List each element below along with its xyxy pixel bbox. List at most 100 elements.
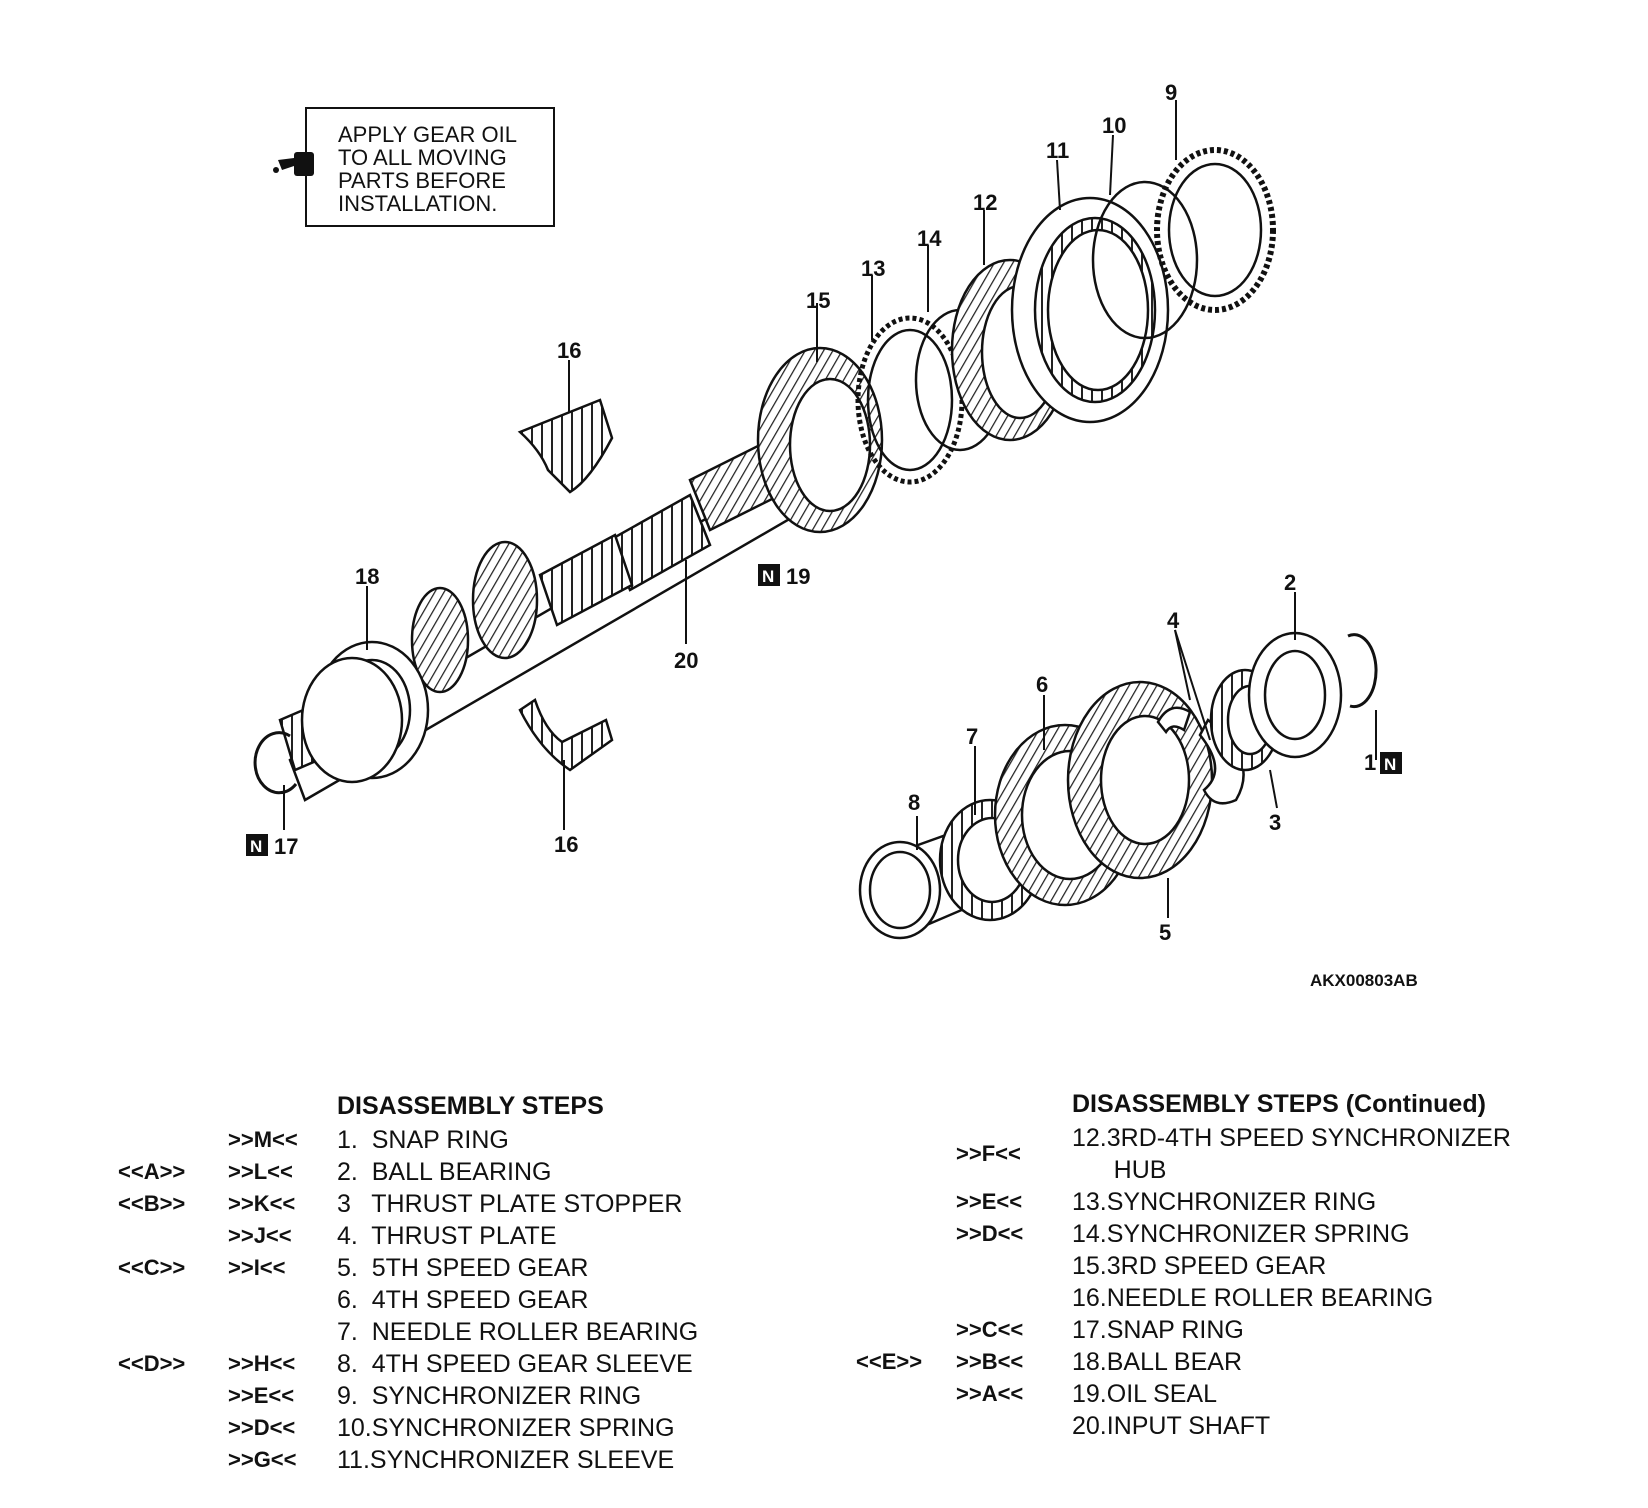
step-code-b: >>I<< [228,1255,286,1280]
legend-step-row: <<D>> >>H<< 8. 4TH SPEED GEAR SLEEVE [0,1348,760,1380]
step-text: 14.SYNCHRONIZER SPRING [1072,1220,1410,1248]
legend-step-row: <<C>> >>I<< 5. 5TH SPEED GEAR [0,1252,760,1284]
step-code-b: >>C<< [956,1317,1024,1342]
note-line-4: INSTALLATION. [338,191,497,216]
step-text: 3 THRUST PLATE STOPPER [337,1190,683,1218]
step-text: 5. 5TH SPEED GEAR [337,1254,589,1282]
legend-step-row: 20.INPUT SHAFT [840,1410,1640,1442]
step-code-b: >>E<< [228,1383,295,1408]
gear-sleeve-8 [858,828,987,940]
legend-left-rows: >>M<<1. SNAP RING<<A>>>>L<<2. BALL BEARI… [0,1124,760,1476]
step-code-b: >>J<< [228,1223,292,1248]
step-text: 7. NEEDLE ROLLER BEARING [337,1318,699,1346]
callout-19-group: N 19 [758,564,810,589]
legend-step-row: <<E>> >>B<< 18.BALL BEAR [840,1346,1640,1378]
step-code-b: >>B<< [956,1349,1024,1374]
step-code-a: <<E>> [856,1349,923,1374]
callout-6: 6 [1036,672,1048,697]
step-code-a: <<D>> [118,1351,186,1376]
legend-left-title: DISASSEMBLY STEPS [337,1092,604,1120]
legend-step-row: <<B>> >>K<< 3 THRUST PLATE STOPPER [0,1188,760,1220]
step-text: 1. SNAP RING [337,1126,509,1154]
step-text: 13.SYNCHRONIZER RING [1072,1188,1377,1216]
step-text: 15.3RD SPEED GEAR [1072,1252,1327,1280]
step-code-b: >>H<< [228,1351,296,1376]
note-line-3: PARTS BEFORE [338,168,506,193]
legend-step-row: 6. 4TH SPEED GEAR [0,1284,760,1316]
callout-11: 11 [1046,138,1069,163]
callout-5: 5 [1159,920,1171,945]
step-text: 4. THRUST PLATE [337,1222,557,1250]
step-code-b: >>A<< [956,1381,1024,1406]
legend-step-row: >>J<< 4. THRUST PLATE [0,1220,760,1252]
synchronizer-sleeve-11 [1010,196,1170,424]
oil-can-icon [273,152,314,176]
callout-3: 3 [1269,810,1281,835]
legend-step-row: >>G<< 11.SYNCHRONIZER SLEEVE [0,1444,760,1476]
legend-step-row: >>E<< 13.SYNCHRONIZER RING [840,1186,1640,1218]
callout-2: 2 [1284,570,1296,595]
note-box: APPLY GEAR OIL TO ALL MOVING PARTS BEFOR… [273,107,555,227]
legend-step-row: >>D<< 10.SYNCHRONIZER SPRING [0,1412,760,1444]
callout-13: 13 [861,256,885,281]
legend-step-row: >>A<< 19.OIL SEAL [840,1378,1640,1410]
leader-lines [283,100,1377,918]
callout-4: 4 [1167,608,1180,633]
callout-1-group: 1 N [1364,750,1402,775]
synchronizer-ring-9 [1154,147,1276,313]
callout-17: 17 [274,834,298,859]
callout-16-bottom: 16 [554,832,578,857]
callout-20: 20 [674,648,698,673]
step-text: 10.SYNCHRONIZER SPRING [337,1414,675,1442]
step-code-a: <<C>> [118,1255,186,1280]
exploded-diagram: APPLY GEAR OIL TO ALL MOVING PARTS BEFOR… [246,80,1418,990]
callout-19: 19 [786,564,810,589]
step-text: 9. SYNCHRONIZER RING [337,1382,642,1410]
snap-ring-1 [1347,633,1378,709]
step-code-b: >>G<< [228,1447,297,1472]
callout-15: 15 [806,288,830,313]
ball-bearing-2 [1247,631,1343,759]
new-part-badge-1: N [1384,755,1396,774]
needle-roller-bearing-16-top [517,398,614,494]
callout-16-top: 16 [557,338,581,363]
step-code-b: >>L<< [228,1159,293,1184]
step-text: 18.BALL BEAR [1072,1348,1243,1376]
figure-id: AKX00803AB [1310,971,1418,990]
callout-17-group: N 17 [246,834,298,859]
step-text: 2. BALL BEARING [337,1158,552,1186]
step-code-a: <<B>> [118,1191,186,1216]
needle-roller-bearing-16-bottom [518,698,614,772]
legend-step-row: 16.NEEDLE ROLLER BEARING [840,1282,1640,1314]
synchronizer-spring-10 [1091,180,1199,340]
legend-step-row: >>E<< 9. SYNCHRONIZER RING [0,1380,760,1412]
step-text: 11.SYNCHRONIZER SLEEVE [337,1446,675,1474]
callout-8: 8 [908,790,920,815]
callout-1: 1 [1364,750,1376,775]
legend-right-title: DISASSEMBLY STEPS (Continued) [1072,1090,1486,1118]
step-code-b: >>K<< [228,1191,296,1216]
legend-step-row: 7. NEEDLE ROLLER BEARING [0,1316,760,1348]
callout-10: 10 [1102,113,1126,138]
step-text: 12.3RD-4TH SPEED SYNCHRONIZER HUB [1072,1124,1511,1184]
legend-step-row: <<A>> >>L<< 2. BALL BEARING [0,1156,760,1188]
callout-14: 14 [917,226,942,251]
step-code-a: <<A>> [118,1159,186,1184]
new-part-badge-17: N [250,837,262,856]
callout-18: 18 [355,564,379,589]
note-line-1: APPLY GEAR OIL [338,122,517,147]
legend-right-column: DISASSEMBLY STEPS (Continued) >>F<<12.3R… [840,1088,1640,1442]
snap-ring-17 [253,731,298,795]
legend-right-rows: >>F<<12.3RD-4TH SPEED SYNCHRONIZER HUB>>… [840,1122,1640,1442]
step-text: 8. 4TH SPEED GEAR SLEEVE [337,1350,693,1378]
legend: DISASSEMBLY STEPS >>M<<1. SNAP RING<<A>>… [0,1090,1648,1490]
callout-9: 9 [1165,80,1177,105]
step-text: 16.NEEDLE ROLLER BEARING [1072,1284,1434,1312]
step-text: 6. 4TH SPEED GEAR [337,1286,589,1314]
step-code-b: >>E<< [956,1189,1023,1214]
callout-12: 12 [973,190,997,215]
note-line-2: TO ALL MOVING [338,145,507,170]
third-speed-gear-15 [756,346,884,534]
step-code-b: >>D<< [228,1415,296,1440]
step-text: 19.OIL SEAL [1072,1380,1217,1408]
